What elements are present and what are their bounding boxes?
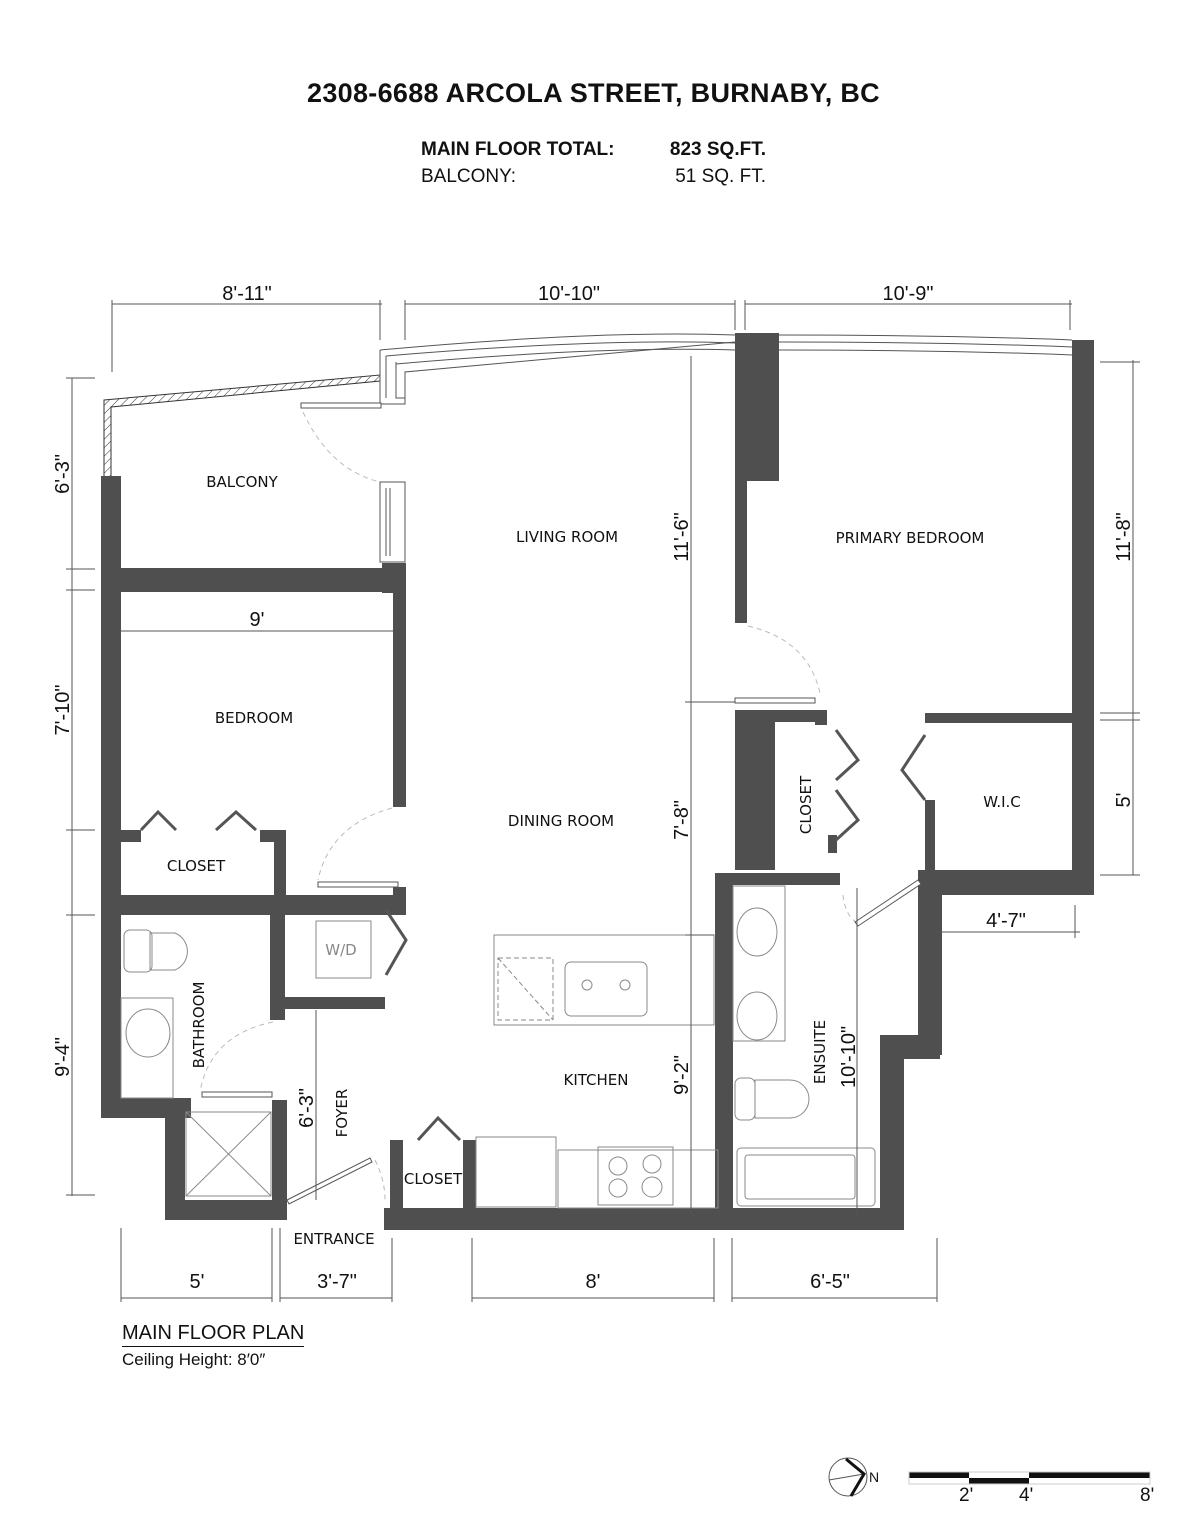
dim-wic-width: 4'-7" — [986, 910, 1026, 932]
dim-wic-depth: 5' — [1113, 793, 1135, 808]
dim-dining-depth: 7'-8" — [671, 800, 693, 840]
range-stove — [597, 1146, 674, 1206]
dim-foyer-depth: 6'-3" — [296, 1088, 318, 1128]
scale-tick-2: 2' — [959, 1485, 974, 1506]
toilet-tank — [123, 929, 153, 973]
room-label-closet-bedroom: CLOSET — [167, 857, 226, 875]
shower-pan — [185, 1111, 272, 1197]
double-sink — [564, 961, 648, 1017]
ensuite-vanity — [732, 885, 786, 1042]
room-label-bedroom: BEDROOM — [215, 709, 293, 727]
area-value: 823 SQ.FT. — [669, 139, 766, 160]
room-label-closet-entry: CLOSET — [404, 1170, 463, 1188]
sink-bathroom — [125, 1008, 171, 1058]
dimension-lines — [66, 300, 1140, 1302]
door-leaves — [201, 402, 922, 1205]
fridge — [475, 1136, 557, 1208]
area-summary: MAIN FLOOR TOTAL: 823 SQ.FT. BALCONY: 51… — [421, 136, 766, 190]
ensuite-sink-2 — [736, 991, 778, 1041]
area-row-main: MAIN FLOOR TOTAL: 823 SQ.FT. — [421, 136, 766, 163]
counter — [557, 1149, 719, 1209]
room-label-entrance: ENTRANCE — [293, 1230, 374, 1248]
room-label-wic: W.I.C — [983, 793, 1021, 811]
plan-title: MAIN FLOOR PLAN — [122, 1322, 305, 1347]
north-arrow-icon: N — [828, 1457, 879, 1497]
room-label-dining-room: DINING ROOM — [508, 812, 614, 830]
dishwasher — [497, 957, 554, 1021]
dim-bottom-kitchen: 8' — [586, 1271, 601, 1293]
balcony-railing — [103, 374, 381, 479]
ensuite-toilet — [754, 1079, 810, 1119]
room-label-primary-bedroom: PRIMARY BEDROOM — [836, 529, 985, 547]
north-label: N — [869, 1469, 879, 1485]
dim-bedroom-width: 9' — [250, 609, 265, 631]
dim-top-balcony: 8'-11" — [222, 283, 271, 305]
dim-kitchen-depth: 9'-2" — [671, 1055, 693, 1095]
window-living-west — [379, 481, 406, 563]
dim-bottom-entrance: 3'-7" — [317, 1271, 357, 1293]
room-label-bathroom: BATHROOM — [190, 982, 208, 1069]
dim-top-living: 10'-10" — [538, 283, 600, 305]
fixtures — [120, 885, 876, 1209]
room-label-balcony: BALCONY — [206, 473, 278, 491]
dim-living-depth: 11'-6" — [671, 512, 693, 561]
area-row-balcony: BALCONY: 51 SQ. FT. — [421, 163, 766, 190]
scale-tick-4: 4' — [1019, 1485, 1034, 1506]
area-label: MAIN FLOOR TOTAL: — [421, 139, 615, 160]
room-label-washer-dryer: W/D — [325, 941, 356, 959]
bathtub — [736, 1147, 876, 1207]
dim-top-primary: 10'-9" — [883, 283, 934, 305]
toilet-bowl — [149, 932, 188, 971]
washer-dryer-box — [315, 920, 372, 979]
dim-left-bathroom: 9'-4" — [52, 1037, 74, 1077]
room-label-ensuite: ENSUITE — [811, 1020, 829, 1084]
ceiling-height: Ceiling Height: 8′0″ — [122, 1350, 266, 1369]
dim-primary-depth: 11'-8" — [1113, 512, 1135, 561]
room-label-closet-primary: CLOSET — [797, 775, 815, 834]
bifold-doors — [139, 729, 927, 1142]
window-glazing-top — [379, 333, 1073, 405]
dim-left-bedroom: 7'-10" — [52, 685, 74, 736]
scale-bar — [908, 1471, 1151, 1485]
room-label-living-room: LIVING ROOM — [516, 528, 618, 546]
area-value: 51 SQ. FT. — [675, 166, 766, 187]
room-label-kitchen: KITCHEN — [564, 1071, 629, 1089]
dim-bottom-ensuite: 6'-5" — [810, 1271, 850, 1293]
walls — [101, 333, 1094, 1230]
room-label-foyer: FOYER — [333, 1089, 351, 1138]
plan-address-title: 2308-6688 ARCOLA STREET, BURNABY, BC — [307, 78, 880, 108]
kitchen-island — [493, 934, 715, 1026]
dim-ensuite-depth: 10'-10" — [838, 1026, 860, 1088]
dim-bottom-bathroom: 5' — [190, 1271, 205, 1293]
vanity-bathroom — [120, 997, 174, 1099]
scale-tick-8: 8' — [1140, 1485, 1155, 1506]
area-label: BALCONY: — [421, 166, 517, 187]
dim-left-balcony: 6'-3" — [52, 454, 74, 494]
ensuite-sink-1 — [736, 907, 778, 957]
